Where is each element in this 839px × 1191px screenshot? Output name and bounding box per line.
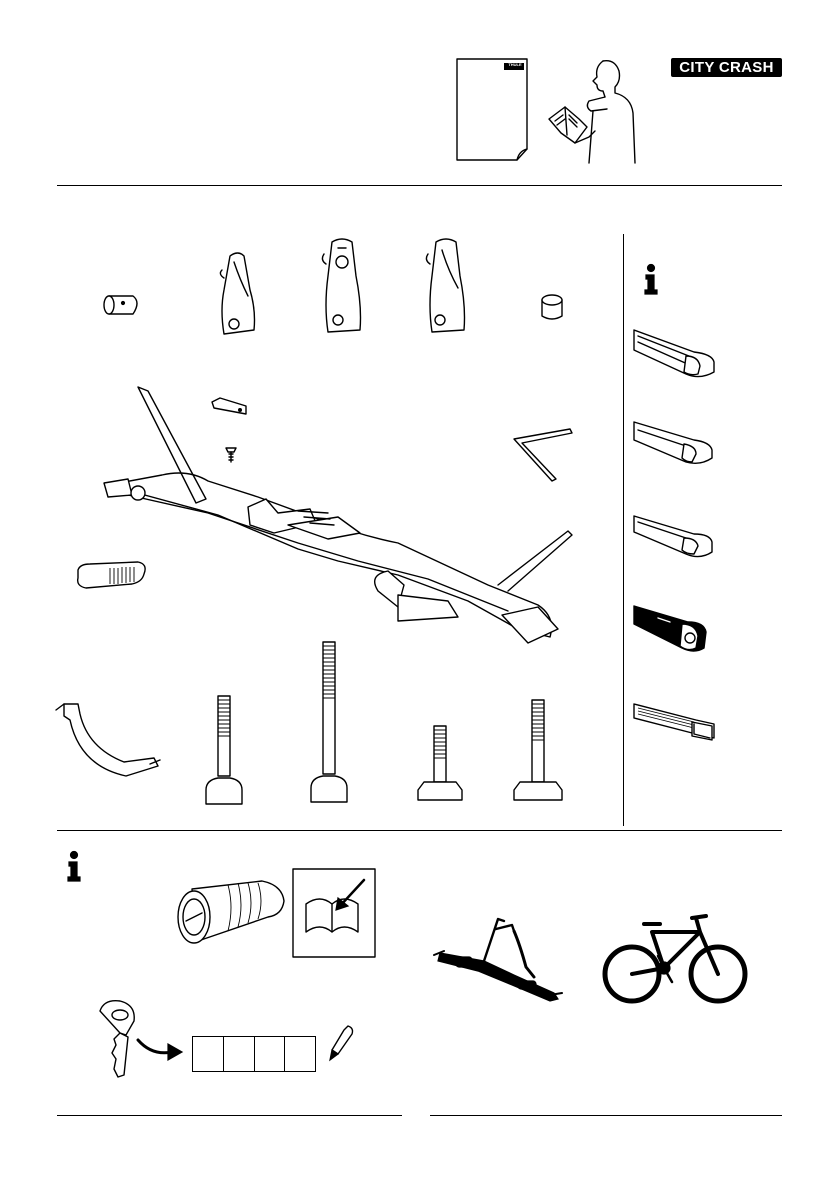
t-bolt-part-2 bbox=[309, 636, 349, 806]
footer-rule-right bbox=[430, 1115, 782, 1116]
roof-bar-type-1 bbox=[630, 326, 720, 386]
booklet-logo: THULE bbox=[506, 62, 524, 68]
parts-section-divider bbox=[57, 830, 782, 831]
footer-rule-left bbox=[57, 1115, 402, 1116]
key-code-cell bbox=[255, 1037, 286, 1071]
key-code-cell bbox=[193, 1037, 224, 1071]
roof-bar-type-3 bbox=[630, 512, 720, 566]
t-bolt-part-4 bbox=[512, 694, 566, 810]
header-divider bbox=[57, 185, 782, 186]
brand-badge: CITY CRASH bbox=[671, 58, 782, 77]
t-bolt-part-1 bbox=[204, 690, 244, 806]
lock-cylinder-icon bbox=[172, 877, 292, 957]
key-code-boxes bbox=[192, 1036, 316, 1072]
roof-bar-type-4 bbox=[630, 602, 720, 662]
manual-reference-icon bbox=[292, 868, 376, 958]
t-bolt-part-3 bbox=[416, 720, 466, 810]
bicycle-silhouette bbox=[600, 912, 750, 1002]
wheel-holder-part-2 bbox=[320, 236, 370, 336]
end-cap-part bbox=[538, 294, 568, 324]
info-icon bbox=[66, 851, 82, 883]
info-icon bbox=[643, 264, 659, 296]
frame-holder-arc-part bbox=[54, 700, 164, 780]
person-reading-icon bbox=[545, 57, 655, 167]
bike-carrier-silhouette bbox=[434, 915, 564, 1005]
bike-carrier-main-part bbox=[98, 385, 588, 655]
cylinder-nut-part bbox=[101, 290, 151, 320]
key-code-cell bbox=[285, 1037, 315, 1071]
instruction-booklet-icon bbox=[455, 57, 535, 167]
key-code-cell bbox=[224, 1037, 255, 1071]
strap-part bbox=[72, 558, 152, 594]
wheel-holder-part-1 bbox=[216, 250, 266, 340]
roof-bar-type-5 bbox=[630, 700, 720, 754]
parts-column-divider bbox=[623, 234, 624, 826]
wheel-holder-part-3 bbox=[424, 236, 474, 336]
pen-icon bbox=[326, 1024, 356, 1064]
arrow-right-icon bbox=[136, 1034, 186, 1064]
roof-bar-type-2 bbox=[630, 418, 720, 472]
